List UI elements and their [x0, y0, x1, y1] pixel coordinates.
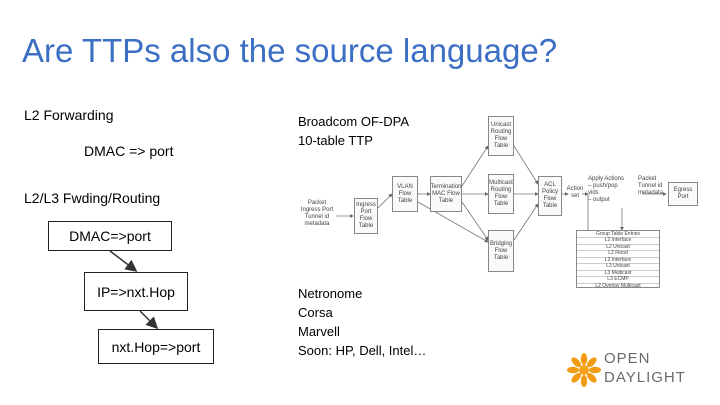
- dmac-port-box: DMAC=>port: [48, 221, 172, 251]
- egress-port: Egress Port: [668, 182, 698, 206]
- packet-out-label: Packet: [638, 176, 657, 182]
- vlan-flow-table: VLAN Flow Table: [392, 176, 418, 212]
- left-arrows: [109, 250, 159, 330]
- l2-mapping: DMAC => port: [84, 143, 174, 159]
- page-title: Are TTPs also the source language?: [22, 32, 558, 69]
- daylight-sun-icon: [567, 353, 601, 387]
- logo-line1: OPEN: [604, 350, 651, 367]
- group-table-header: Group Table Entries: [595, 231, 641, 237]
- tunnel-id-out-label: Tunnel id metadata: [638, 183, 664, 196]
- nexthop-port-label: nxt.Hop=>port: [111, 338, 201, 355]
- arrow-2: [139, 310, 159, 330]
- l2-heading: L2 Forwarding: [24, 107, 114, 123]
- group-entry: L3 ECMP: [577, 276, 659, 283]
- vendor-marvell: Marvell: [298, 324, 340, 339]
- group-entry: L3 Unicast: [577, 263, 659, 270]
- ingress-port-label: Ingress Port: [300, 207, 334, 213]
- group-entry: L2 Unicast: [577, 243, 659, 251]
- broadcom-line2: 10-table TTP: [298, 133, 373, 148]
- opendaylight-logo: OPEN DAYLIGHT: [566, 348, 706, 392]
- unicast-routing-table: Unicast Routing Flow Table: [488, 116, 514, 156]
- broadcom-line1: Broadcom OF-DPA: [298, 114, 410, 129]
- group-entry: L3 Multicast: [577, 269, 659, 277]
- ip-nexthop-label: IP=>nxt.Hop: [97, 283, 175, 300]
- nexthop-port-box: nxt.Hop=>port: [98, 329, 214, 364]
- logo-line2: DAYLIGHT: [604, 369, 686, 386]
- bridging-flow-table: Bridging Flow Table: [488, 230, 514, 272]
- ingress-flow-table: Ingress Port Flow Table: [354, 198, 378, 234]
- vendor-corsa: Corsa: [298, 305, 333, 320]
- termination-mac-table: Termination MAC Flow Table: [430, 176, 462, 212]
- vendor-soon: Soon: HP, Dell, Intel…: [298, 343, 427, 358]
- action-set: Action set: [566, 186, 584, 199]
- ip-nexthop-box: IP=>nxt.Hop: [84, 272, 188, 311]
- apply-item-2: vids: [588, 190, 599, 196]
- apply-actions-label: Apply Actions: [588, 176, 625, 182]
- group-entry: L2 Interface: [577, 237, 659, 244]
- acl-policy-table: ACL Policy Flow Table: [538, 176, 562, 216]
- packet-in-label: Packet: [307, 200, 327, 206]
- arrow-1: [109, 250, 138, 272]
- apply-item-3: – output: [588, 197, 610, 203]
- apply-actions: Apply Actions – push/pop vids – output: [588, 176, 642, 208]
- vendor-netronome: Netronome: [298, 286, 363, 301]
- multicast-routing-table: Multicast Routing Flow Table: [488, 174, 514, 214]
- group-entry: L3 Interface: [577, 256, 659, 264]
- dmac-port-label: DMAC=>port: [69, 228, 151, 244]
- group-entry: L2 Overlay Multicast: [577, 282, 659, 287]
- packet-out: Packet Tunnel id metadata: [638, 176, 668, 204]
- packet-in: Packet Ingress Port Tunnel id metadata: [297, 200, 337, 230]
- tunnel-id-in-label: Tunnel id metadata: [304, 214, 330, 227]
- group-entry: L2 Flood: [577, 250, 659, 257]
- apply-item-1: – push/pop: [588, 183, 618, 189]
- l23-heading: L2/L3 Fwding/Routing: [24, 190, 161, 206]
- ofdpa-pipeline-diagram: Packet Ingress Port Tunnel id metadata I…: [292, 112, 704, 288]
